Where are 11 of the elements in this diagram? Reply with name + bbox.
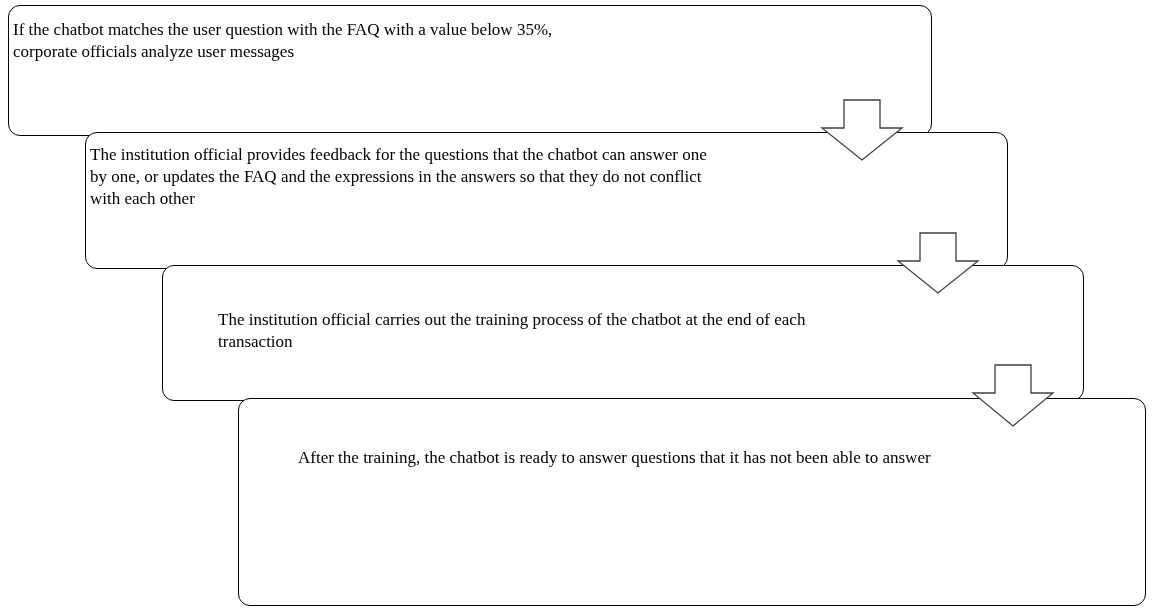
process-box <box>162 265 1084 401</box>
process-box <box>8 5 932 136</box>
process-box <box>85 132 1008 269</box>
step-text: The institution official carries out the training process of the chatbot at the end of each transaction <box>218 309 807 353</box>
block-arrow <box>820 99 904 161</box>
block-arrow <box>971 364 1055 427</box>
step-text: The institution official provides feedback for the questions that the chatbot can answer one by one, or updates the FAQ and the expressions in the answers so that they do not conflict with each other <box>90 144 708 210</box>
step-text: If the chatbot matches the user question with the FAQ with a value below 35%, corporate officials analyze user messages <box>13 19 554 63</box>
step-text: After the training, the chatbot is ready to answer questions that it has not been able to answer <box>298 447 932 469</box>
process-box <box>238 398 1146 606</box>
block-arrow <box>896 232 980 294</box>
